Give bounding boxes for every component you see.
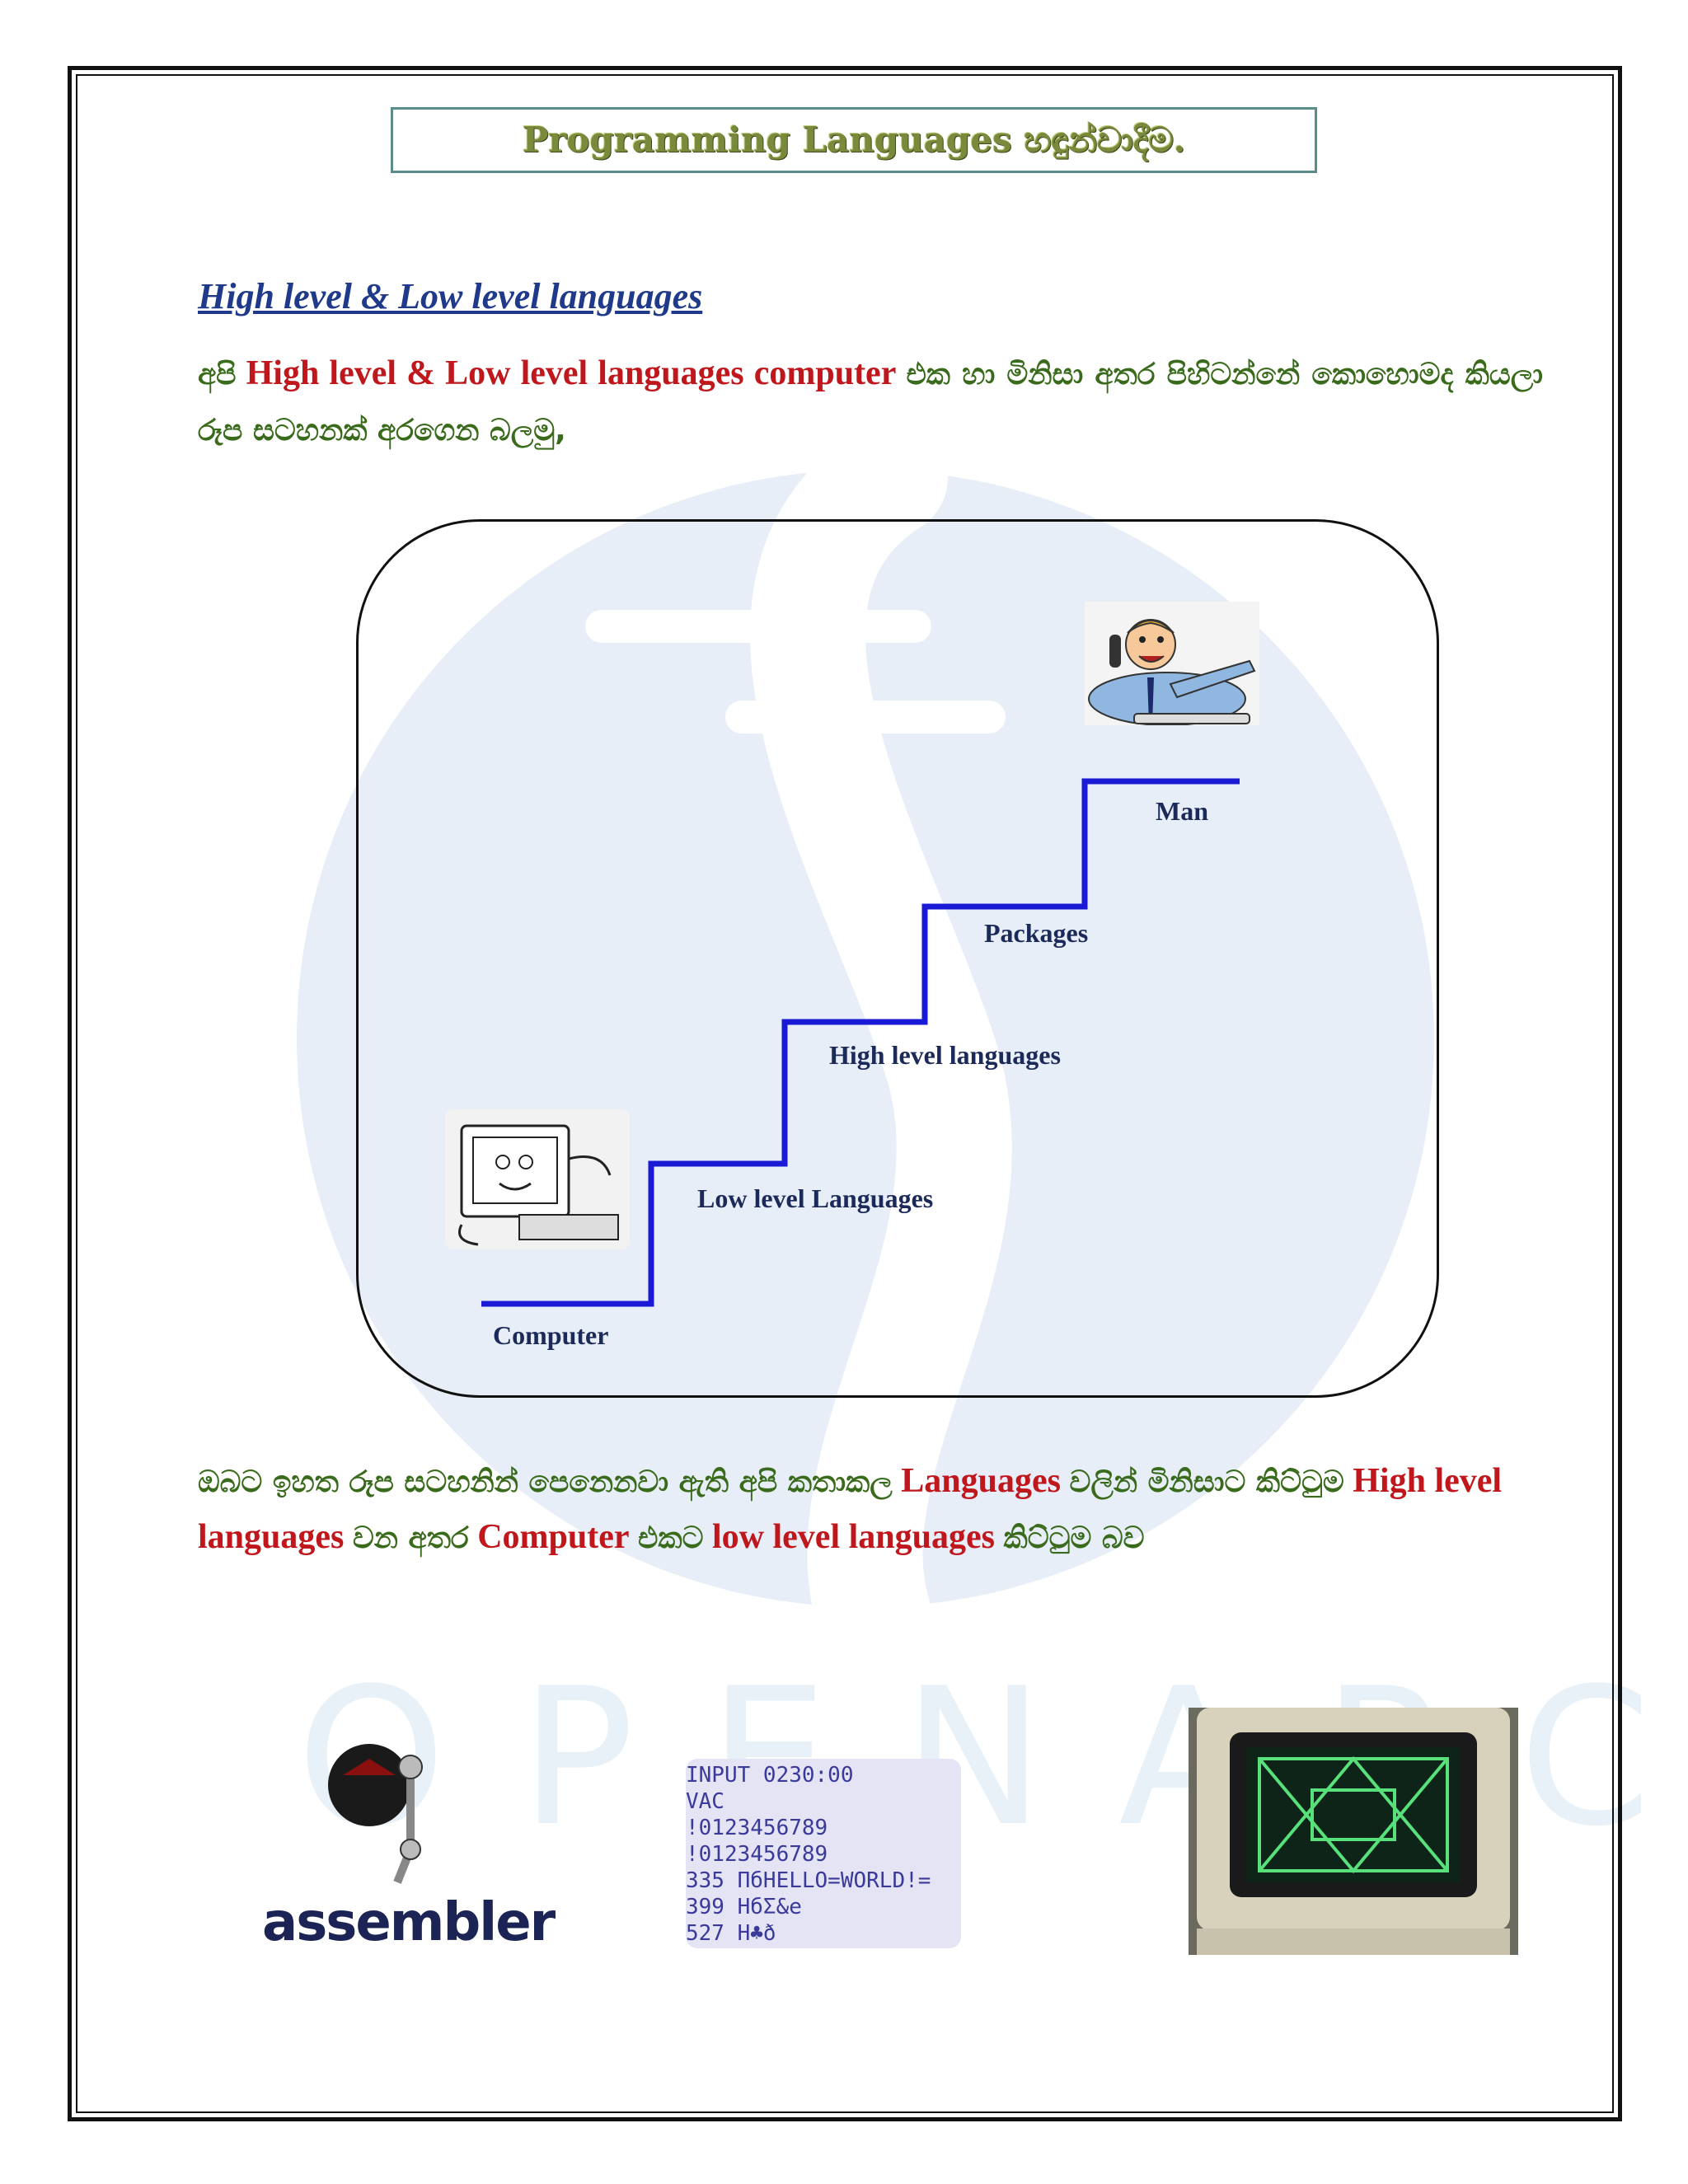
page-border-inner [76,74,1614,2113]
conclusion-text-1: ඔබට ඉහත රූප සටහනින් පෙනෙනවා ඇති අපි කතාක… [198,1465,893,1499]
retro-monitor-photo [1189,1708,1518,1955]
assembler-label: assembler [262,1892,556,1953]
code-line: 527 Н♣ð [686,1921,776,1946]
man-on-phone-clipart [1085,602,1259,725]
code-line: VAC [686,1789,724,1814]
label-computer: Computer [493,1320,609,1350]
title-box: Programming Languages හඳුන්වාදීම. [391,107,1317,173]
intro-text-1: අපි [198,358,237,391]
page-border-outer [68,66,1622,2121]
conclusion-highlight-4: low level languages [712,1518,995,1556]
code-line: 399 НбΣ&е [686,1895,802,1919]
label-man: Man [1156,796,1208,826]
conclusion-text-5: කිට්ටුම බව [1003,1521,1145,1555]
code-line: !0123456789 [686,1842,828,1867]
conclusion-paragraph: ඔබට ඉහත රූප සටහනින් පෙනෙනවා ඇති අපි කතාක… [198,1454,1543,1566]
conclusion-highlight-2: High level languages [198,1462,1503,1556]
conclusion-text-4: එකට [638,1521,704,1555]
conclusion-text-2: වලින් මිනිසාට කිට්ටුම [1069,1465,1344,1499]
computer-clipart [445,1109,630,1249]
intro-highlight: High level & Low level languages compute… [246,354,897,392]
intro-text-2: එක හා මිනිසා අතර පිහිටන්නේ කොහොමද කියලා … [198,358,1544,448]
assembler-logo: assembler [262,1734,556,1953]
code-line: 335 ПбHELLO=WORLD!= [686,1868,931,1893]
conclusion-highlight-3: Computer [477,1518,630,1556]
diagram-frame [356,519,1439,1398]
code-line: !0123456789 [686,1816,828,1840]
conclusion-text-3: වන අතර [352,1521,469,1555]
label-packages: Packages [984,918,1089,948]
label-low-level: Low level Languages [697,1183,934,1213]
intro-paragraph: අපි High level & Low level languages com… [198,346,1543,458]
conclusion-highlight-1: Languages [901,1462,1061,1500]
code-screenshot: INPUT 0230:00 VAC !0123456789 !012345678… [686,1759,961,1948]
section-heading: High level & Low level languages [198,276,703,316]
code-line: INPUT 0230:00 [686,1763,854,1788]
assembler-logo-icon [328,1744,423,1884]
page-title: Programming Languages හඳුන්වාදීම. [522,120,1186,160]
label-high-level: High level languages [829,1040,1061,1070]
